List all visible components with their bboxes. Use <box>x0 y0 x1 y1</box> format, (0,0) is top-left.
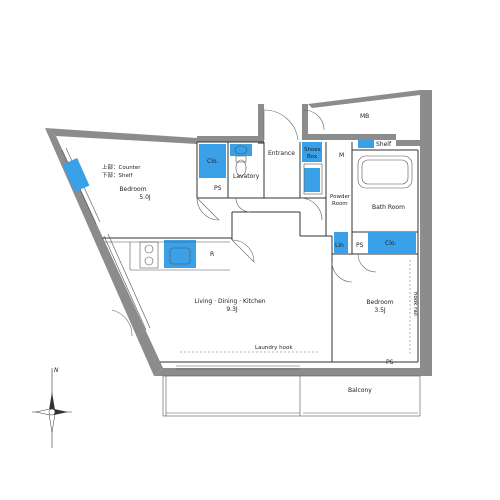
stove <box>139 241 159 269</box>
closet-1-fill <box>199 144 226 178</box>
r-label: R <box>210 251 214 258</box>
compass-icon: N <box>32 367 72 448</box>
bedroom1-name: Bedroom <box>119 186 146 193</box>
closet-1-label: Clo. <box>207 158 218 165</box>
counter-shelf <box>62 158 90 192</box>
shelf-fill <box>358 140 374 148</box>
shelf-lower-label: 下部：Shelf <box>102 171 133 179</box>
dashed-lines <box>180 260 411 356</box>
powder-label-1: Powder <box>330 194 351 200</box>
m-label: M <box>339 152 344 159</box>
bedroom2-size: 3.5J <box>374 307 386 314</box>
entrance-label: Entrance <box>268 150 295 157</box>
hook-rail-label: hook rail <box>412 292 418 316</box>
mb-label: MB <box>360 113 369 120</box>
balcony-label: Balcony <box>348 387 372 394</box>
shoes-box-fill <box>302 142 322 162</box>
shoes-box-label-1: Shoes <box>304 147 321 153</box>
toilet <box>235 159 247 177</box>
labels: 上部：Counter 下部：Shelf Bedroom 5.0J Clo. PS… <box>102 113 418 394</box>
ldk-size: 9.3J <box>226 306 238 313</box>
interior-walls <box>102 141 419 363</box>
kitchen-sink <box>164 240 196 268</box>
ps-label-2: PS <box>356 242 364 249</box>
fixtures <box>62 140 416 268</box>
windows <box>61 147 300 370</box>
counter-label: 上部：Counter <box>102 163 141 171</box>
shoes-box-label-2: Box <box>307 154 318 160</box>
ldk-name: Living · Dining · Kitchen <box>194 298 265 305</box>
closet-2-fill <box>368 232 416 254</box>
balcony-area <box>162 375 421 417</box>
bedroom2-name: Bedroom <box>366 299 393 306</box>
fixture-outlines <box>104 145 413 271</box>
bedroom1-size: 5.0J <box>139 194 151 201</box>
washer <box>303 163 323 195</box>
doors <box>111 109 377 337</box>
wash-basin <box>230 144 252 156</box>
lavatory-label: Lavatory <box>233 173 260 180</box>
powder-label-2: Room <box>332 201 348 207</box>
powder-fixture <box>304 168 320 192</box>
north-label: N <box>54 367 59 374</box>
lin-label: Lin <box>335 242 344 249</box>
closet-2-label: Clo. <box>385 240 396 247</box>
laundry-hook-label: Laundry hook <box>255 345 293 351</box>
bath-label: Bath Room <box>372 204 405 211</box>
lin-fill <box>334 232 348 254</box>
ps-label-1: PS <box>214 185 222 192</box>
shelf-label: Shelf <box>376 141 392 148</box>
bathtub <box>357 155 413 189</box>
ps-label-3: PS <box>386 359 394 366</box>
